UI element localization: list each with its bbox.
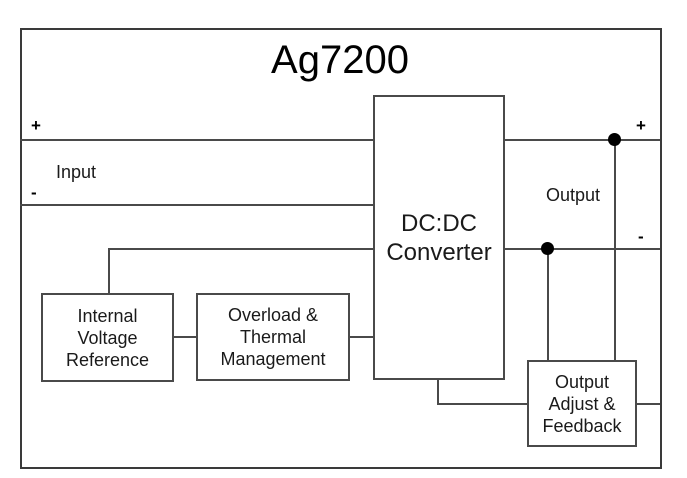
overload-thermal-management-label-line2: Thermal [239, 327, 306, 347]
converter-to-feedback-wire [437, 403, 529, 405]
dcdc-converter-label-line2: Converter [386, 238, 492, 266]
overload-to-converter-wire [348, 336, 375, 338]
input-positive-terminal-label: + [31, 116, 41, 135]
output-adjust-feedback-block: Output Adjust & Feedback [527, 360, 637, 447]
internal-voltage-reference-label-line2: Voltage [77, 327, 138, 348]
internal-voltage-reference-block: Internal Voltage Reference [41, 293, 174, 382]
reference-to-overload-wire [172, 336, 198, 338]
internal-voltage-reference-label-line1: Internal [77, 305, 138, 326]
output-negative-feedback-drop-wire [547, 248, 549, 362]
internal-voltage-reference-label-line3: Reference [65, 349, 150, 370]
converter-bottom-drop-wire [437, 378, 439, 405]
input-positive-wire [20, 139, 375, 141]
output-negative-terminal-label: - [638, 227, 644, 246]
output-negative-wire [503, 248, 660, 250]
output-adjust-feedback-label-line2: Adjust & [548, 393, 616, 414]
output-adjust-feedback-label-line3: Feedback [542, 415, 622, 436]
output-label: Output [546, 185, 601, 205]
output-positive-terminal-label: + [636, 116, 646, 135]
overload-thermal-management-block: Overload & Thermal Management [196, 293, 350, 381]
dcdc-converter-block: DC:DC Converter [373, 95, 505, 380]
input-negative-terminal-label: - [31, 183, 37, 202]
output-positive-junction-dot [608, 133, 621, 146]
input-label: Input [56, 162, 97, 182]
reference-to-converter-wire [108, 248, 375, 250]
output-positive-feedback-drop-wire [614, 139, 616, 362]
feedback-to-boundary-wire [635, 403, 660, 405]
output-positive-wire [503, 139, 660, 141]
dcdc-converter-label-line1: DC:DC [401, 209, 477, 237]
output-adjust-feedback-label-line1: Output [554, 371, 610, 392]
overload-thermal-management-label-line1: Overload & [227, 305, 319, 325]
input-negative-wire [20, 204, 375, 206]
reference-riser-wire [108, 248, 110, 295]
overload-thermal-management-label-line3: Management [220, 349, 326, 369]
diagram-title: Ag7200 [271, 38, 409, 82]
output-negative-junction-dot [541, 242, 554, 255]
